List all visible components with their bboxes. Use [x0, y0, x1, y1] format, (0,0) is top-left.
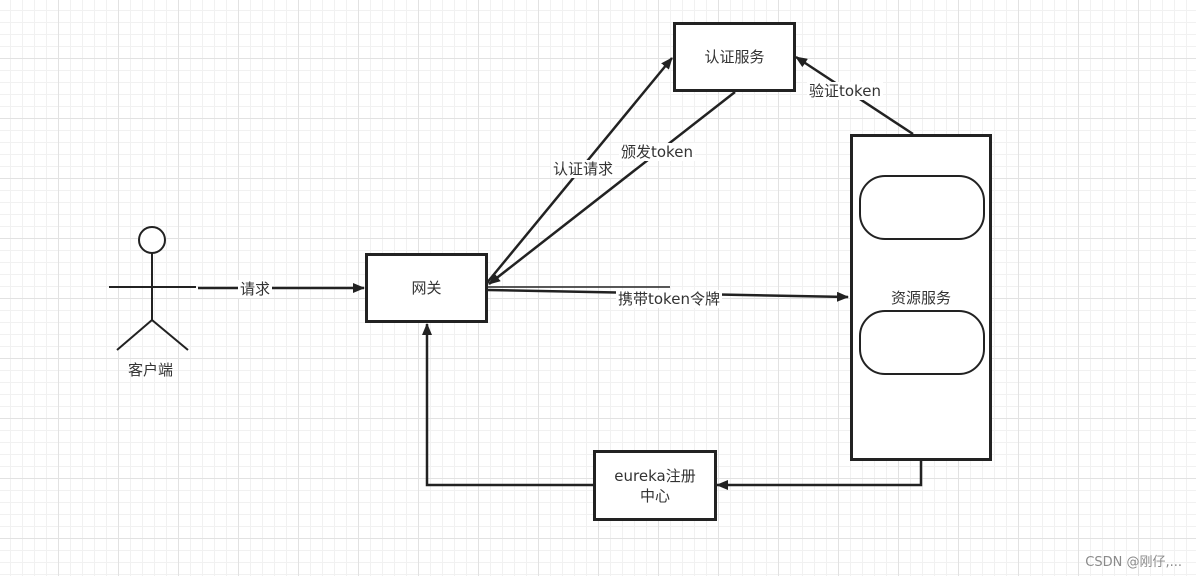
eureka-label-line1: eureka注册: [614, 466, 696, 485]
watermark-text: CSDN @刚仔,...: [1085, 555, 1182, 570]
eureka-registry-node[interactable]: eureka注册 中心: [593, 450, 717, 521]
gateway-node[interactable]: 网关: [365, 253, 488, 323]
edge-label-auth-request: 认证请求: [551, 160, 616, 178]
gateway-label: 网关: [411, 279, 442, 297]
eureka-label-line2: 中心: [639, 486, 670, 505]
actor-figure: [109, 226, 196, 351]
edge-label-verify-token: 验证token: [807, 82, 883, 100]
edge-label-issue-token: 颁发token: [619, 143, 695, 161]
actor-label: 客户端: [128, 361, 174, 379]
resource-instance-2: [859, 310, 985, 375]
resource-service-label: 资源服务: [890, 288, 951, 307]
edge-eureka-to-gateway: [422, 323, 593, 487]
auth-service-label: 认证服务: [704, 48, 765, 66]
auth-service-node[interactable]: 认证服务: [673, 22, 796, 92]
resource-instance-1: [859, 175, 985, 240]
edge-auth-to-gateway: [488, 91, 736, 285]
edge-label-carry-token: 携带token令牌: [616, 290, 722, 308]
edge-resource-to-eureka: [716, 459, 923, 490]
edge-label-request: 请求: [238, 280, 273, 298]
